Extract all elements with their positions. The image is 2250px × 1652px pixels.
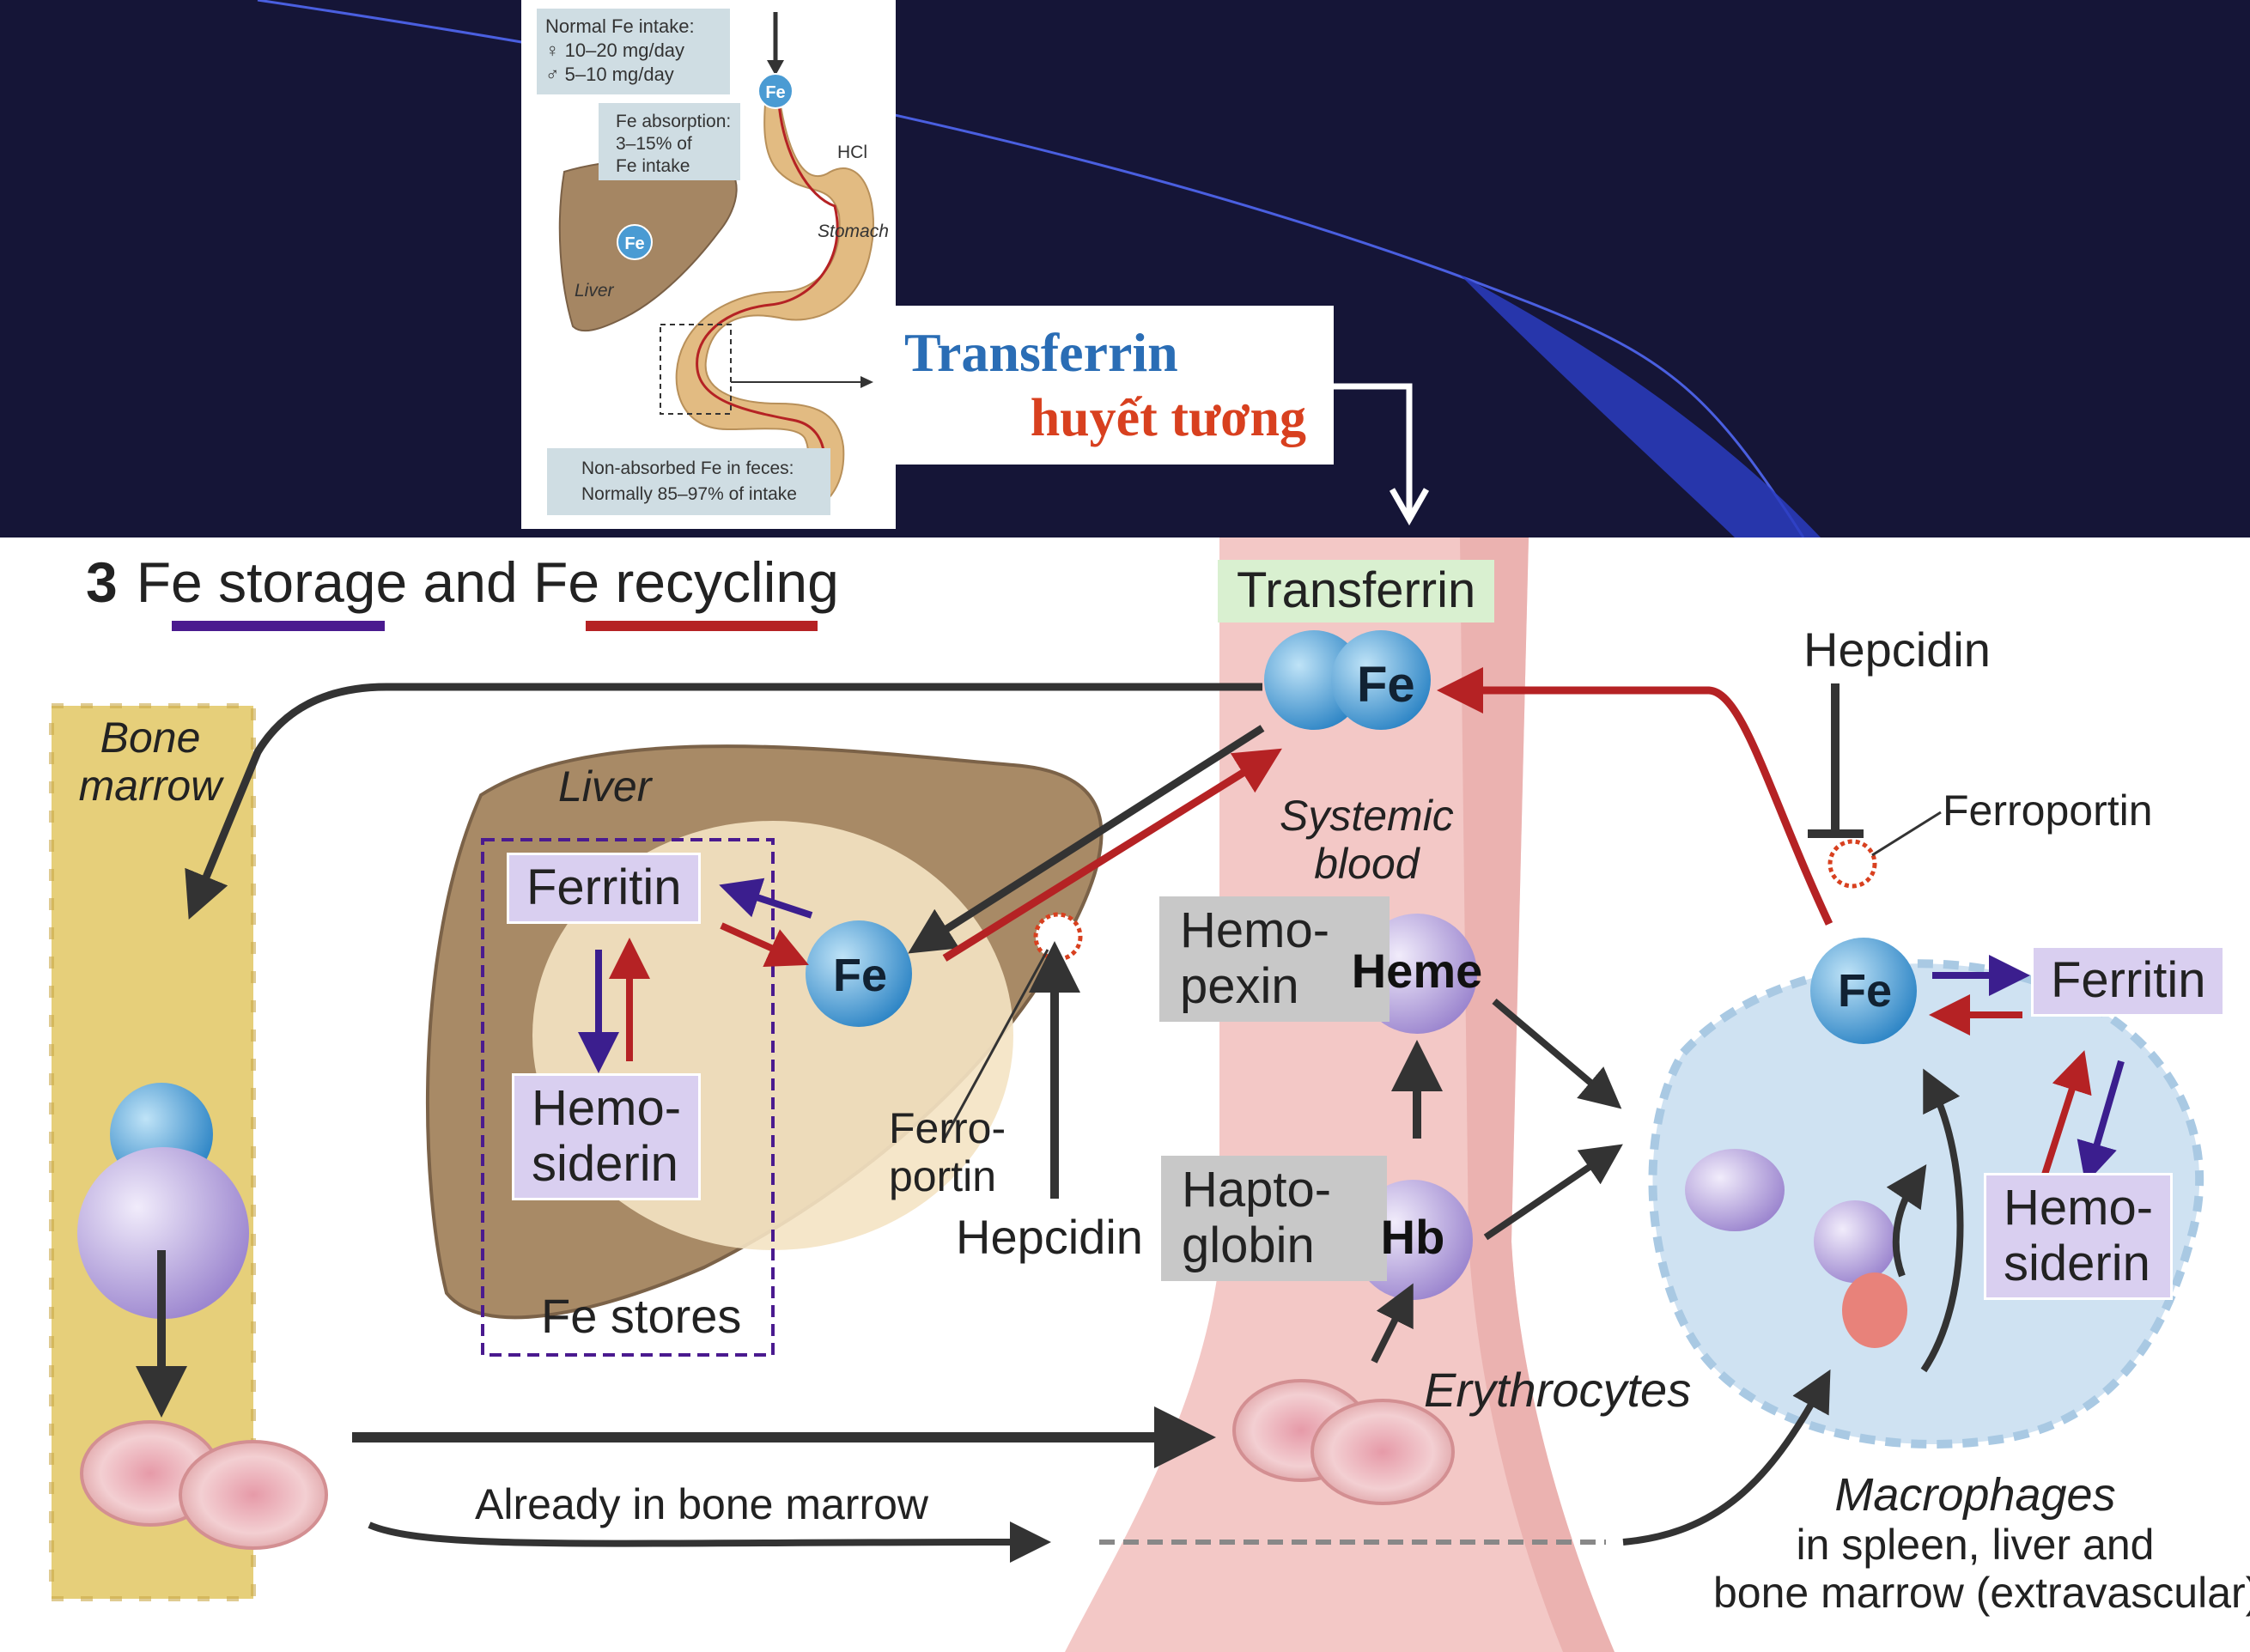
absorption-box <box>599 103 740 180</box>
arrow-hb-to-macrophage <box>1483 1144 1623 1241</box>
fe-circle-top <box>757 73 794 109</box>
iron-intake-diagram: Normal Fe intake: ♀ 10–20 mg/day ♂ 5–10 … <box>537 9 889 515</box>
callout-plasma: huyết tương <box>1030 389 1306 447</box>
hemosiderin-liver-box: Hemo-siderin <box>512 1073 702 1200</box>
absorption-site-box <box>660 324 732 415</box>
hb-label: Hb <box>1380 1210 1445 1264</box>
fe-liver-label: Fe <box>833 950 888 1001</box>
liver-label-small: Liver <box>575 281 615 301</box>
title-storage: Fe storage <box>136 550 408 614</box>
transferrin-label-box: Transferrin <box>1218 560 1495 623</box>
absorption-line2: 3–15% of <box>616 134 692 154</box>
arrow-already-in-marrow <box>368 1521 1051 1564</box>
fe-label-liver: Fe <box>624 234 644 253</box>
fe-macrophage-label: Fe <box>1838 965 1893 1017</box>
absorption-line3: Fe intake <box>616 156 690 176</box>
intake-title: Normal Fe intake: <box>545 15 695 37</box>
arrow-rbc-to-hb <box>1371 1283 1414 1364</box>
hepcidin-macrophage-label: Hepcidin <box>1803 623 1991 677</box>
storage-underline <box>172 621 385 631</box>
fe-liver-circle <box>806 920 912 1027</box>
fe-stores-label: Fe stores <box>541 1289 742 1343</box>
recycling-underline <box>586 621 818 631</box>
title-mid: and Fe <box>407 550 616 614</box>
stomach-label: Stomach <box>818 222 889 241</box>
fe-macrophage-circle <box>1810 938 1917 1044</box>
already-in-marrow-label: Already in bone marrow <box>475 1480 929 1528</box>
feces-line2: Normally 85–97% of intake <box>581 484 797 504</box>
iron-intake-figure: Normal Fe intake: ♀ 10–20 mg/day ♂ 5–10 … <box>521 0 896 529</box>
ferroportin-liver-label: Ferro-portin <box>889 1104 1006 1200</box>
title-recycling: recycling <box>615 550 839 614</box>
intake-box <box>537 9 730 94</box>
ferroportin-macrophage-shape <box>1827 839 1877 889</box>
callout-connector-arrow <box>1334 383 1430 526</box>
arrow-transferrin-to-liver <box>908 725 1265 954</box>
fe-stores-box <box>481 838 775 1357</box>
arrow-liver-to-transferrin <box>942 748 1282 962</box>
hemopexin-box: Hemo-pexin <box>1159 896 1390 1022</box>
macrophages-label: Macrophages in spleen, liver and bone ma… <box>1713 1469 2250 1618</box>
macrophage-vesicle-2 <box>1814 1200 1896 1283</box>
arrow-heme-to-macrophage <box>1492 998 1622 1109</box>
transferrin-ball-2 <box>1331 630 1431 730</box>
arrow-transferrin-to-marrow <box>185 683 1262 920</box>
section-number: 3 <box>86 550 118 614</box>
arrow-macrophage-to-transferrin <box>1437 667 1833 926</box>
transferrin-fe-label: Fe <box>1357 657 1415 713</box>
haptoglobin-box: Hapto-globin <box>1161 1156 1387 1281</box>
hemosiderin-macrophage-box: Hemo-siderin <box>1984 1173 2174 1300</box>
section-title: 3 Fe storage and Fe recycling <box>86 550 839 615</box>
ferritin-macrophage-box: Ferritin <box>2031 945 2226 1017</box>
ferroportin-liver-shape <box>1033 912 1083 962</box>
rbc-marrow-2 <box>179 1440 328 1550</box>
absorption-line1: Fe absorption: <box>616 112 731 131</box>
intake-male: ♂ 5–10 mg/day <box>545 64 674 85</box>
macrophage-vesicle-1 <box>1685 1149 1785 1231</box>
ferroportin-macrophage-label: Ferroportin <box>1943 787 2153 835</box>
ferritin-liver-box: Ferritin <box>507 853 702 924</box>
erythrocytes-label: Erythrocytes <box>1424 1363 1692 1417</box>
fe-label-top: Fe <box>765 83 785 102</box>
liver-label: Liver <box>558 762 652 811</box>
erythroblast-cell <box>77 1147 249 1319</box>
intake-female: ♀ 10–20 mg/day <box>545 39 684 61</box>
transferrin-callout: Transferrin huyết tương <box>896 306 1334 465</box>
rbc-vessel-2 <box>1310 1399 1455 1505</box>
callout-transferrin: Transferrin <box>904 322 1178 383</box>
hepcidin-liver-label: Hepcidin <box>956 1210 1143 1264</box>
feces-line1: Non-absorbed Fe in feces: <box>581 459 794 478</box>
macrophage-engulfed-rbc <box>1842 1272 1907 1348</box>
fe-circle-liver <box>617 224 653 260</box>
heme-label: Heme <box>1351 944 1483 998</box>
hcl-label: HCl <box>837 143 867 162</box>
feces-box <box>547 448 830 515</box>
